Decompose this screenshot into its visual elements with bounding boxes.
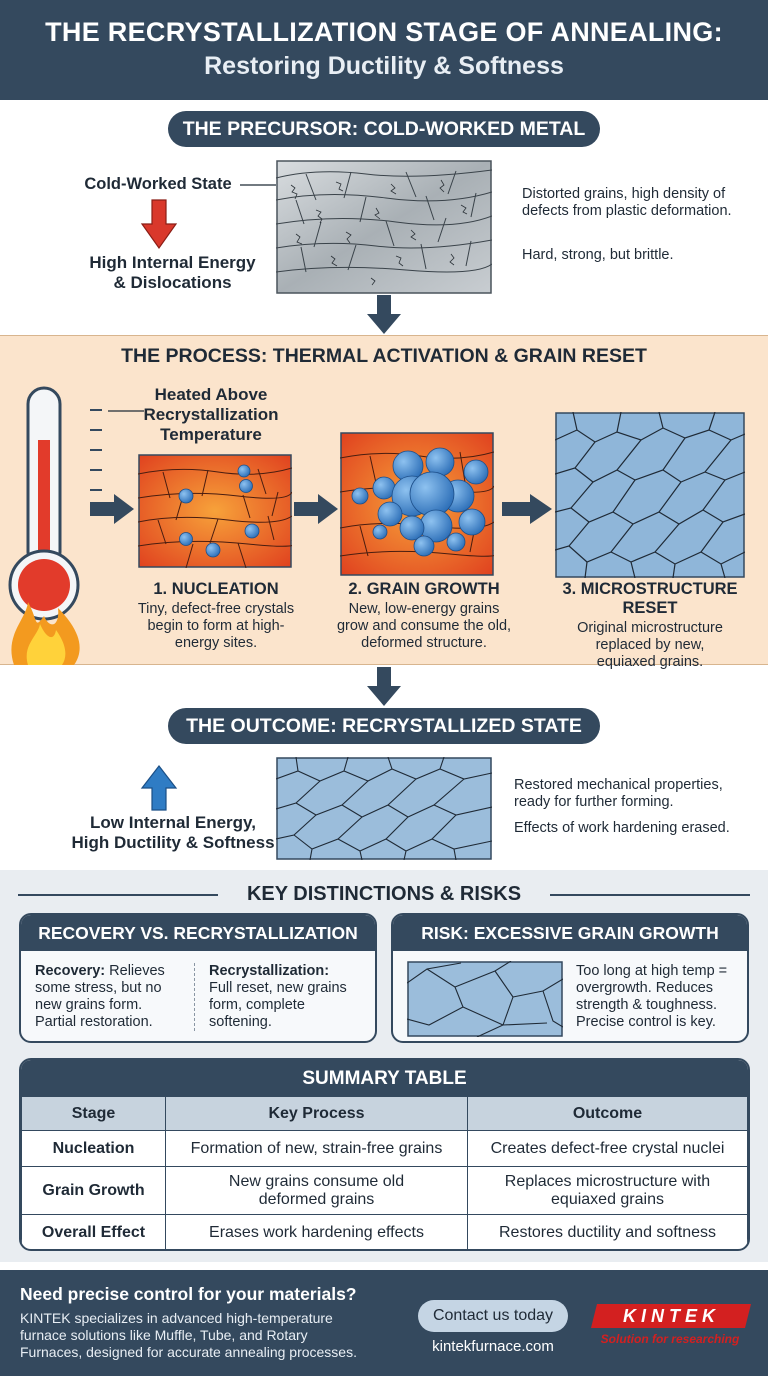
- table-cell: New grains consume old deformed grains: [165, 1166, 468, 1215]
- website-link[interactable]: kintekfurnace.com: [432, 1338, 554, 1355]
- column-header: Key Process: [165, 1096, 468, 1131]
- low-energy-line-2: High Ductility & Softness: [71, 833, 275, 852]
- page-title: THE RECRYSTALLIZATION STAGE OF ANNEALING…: [45, 17, 723, 47]
- page-subtitle: Restoring Ductility & Softness: [204, 52, 564, 80]
- heat-leader-line: [108, 410, 144, 412]
- heat-label-line-2: Recrystallization: [143, 405, 279, 424]
- table-header-row: Stage Key Process Outcome: [21, 1096, 748, 1131]
- recovery-card: RECOVERY VS. RECRYSTALLIZATION Recovery:…: [19, 913, 377, 1043]
- table-row: Overall Effect Erases work hardening eff…: [21, 1214, 748, 1249]
- thermometer-scale-marks: [90, 409, 102, 491]
- page-header: THE RECRYSTALLIZATION STAGE OF ANNEALING…: [0, 0, 768, 100]
- step-nucleation: 1. NUCLEATION Tiny, defect-free crystals…: [126, 580, 306, 652]
- contact-button[interactable]: Contact us today: [418, 1300, 568, 1332]
- low-energy-line-1: Low Internal Energy,: [90, 813, 256, 832]
- recovery-term: Recovery:: [35, 963, 106, 979]
- table-cell: Nucleation: [21, 1130, 166, 1167]
- risk-text: Too long at high temp = overgrowth. Redu…: [576, 963, 728, 1030]
- grain-growth-image: [340, 432, 494, 576]
- heat-label-line-3: Temperature: [160, 425, 262, 444]
- step-reset-title: 3. MICROSTRUCTURE RESET: [562, 580, 738, 617]
- risk-card-title: RISK: EXCESSIVE GRAIN GROWTH: [393, 915, 747, 951]
- heat-label: Heated Above Recrystallization Temperatu…: [136, 385, 286, 445]
- precursor-pill: THE PRECURSOR: COLD-WORKED METAL: [168, 111, 600, 147]
- footer-heading: Need precise control for your materials?: [20, 1284, 357, 1304]
- recovery-text: Recovery: Relieves some stress, but no n…: [35, 963, 195, 1031]
- right-arrow-icon: [90, 494, 134, 524]
- kintek-tagline: Solution for researching: [600, 1332, 740, 1346]
- cold-worked-label: Cold-Worked State: [84, 175, 232, 193]
- summary-table-card: SUMMARY TABLE Stage Key Process Outcome …: [19, 1058, 750, 1251]
- cold-worked-grain-image: [276, 160, 492, 294]
- recrystallization-desc: Full reset, new grains form, complete so…: [209, 980, 347, 1030]
- heat-label-line-1: Heated Above: [154, 385, 268, 404]
- recovery-card-title: RECOVERY VS. RECRYSTALLIZATION: [21, 915, 375, 951]
- outcome-desc-2: Effects of work hardening erased.: [514, 820, 730, 836]
- right-arrow-icon: [294, 494, 338, 524]
- right-arrow-icon: [502, 494, 552, 524]
- key-title-divider: [18, 894, 750, 896]
- precursor-desc-1: Distorted grains, high density of defect…: [522, 186, 732, 219]
- recrystallization-term: Recrystallization:: [209, 963, 330, 979]
- process-title: THE PROCESS: THERMAL ACTIVATION & GRAIN …: [121, 345, 647, 367]
- table-cell: Erases work hardening effects: [165, 1214, 468, 1249]
- column-header: Outcome: [467, 1096, 748, 1131]
- down-arrow-icon: [367, 667, 401, 706]
- down-arrow-icon: [367, 295, 401, 334]
- step-microstructure-reset: 3. MICROSTRUCTURE RESET Original microst…: [534, 580, 766, 671]
- step-reset-text: Original microstructure replaced by new,…: [577, 620, 723, 670]
- outcome-desc-1: Restored mechanical properties, ready fo…: [514, 777, 723, 810]
- summary-table-title: SUMMARY TABLE: [21, 1060, 748, 1096]
- recrystallized-grain-image: [276, 757, 492, 860]
- step-grain-growth: 2. GRAIN GROWTH New, low-energy grains g…: [332, 580, 516, 652]
- step-grain-growth-text: New, low-energy grains grow and consume …: [336, 601, 512, 651]
- high-energy-line-2: & Dislocations: [113, 273, 232, 292]
- table-row: Nucleation Formation of new, strain-free…: [21, 1130, 748, 1167]
- high-energy-label: High Internal Energy & Dislocations: [65, 253, 280, 293]
- step-nucleation-title: 1. NUCLEATION: [153, 580, 279, 598]
- kintek-logo-text: KINTEK: [622, 1306, 720, 1326]
- high-energy-line-1: High Internal Energy: [89, 253, 256, 272]
- outcome-pill: THE OUTCOME: RECRYSTALLIZED STATE: [168, 708, 600, 744]
- recovery-desc: Relieves some stress, but no new grains …: [35, 963, 165, 1030]
- table-cell: Overall Effect: [21, 1214, 166, 1249]
- label-leader-line: [240, 184, 276, 186]
- precursor-desc-2: Hard, strong, but brittle.: [522, 247, 674, 263]
- red-down-arrow-icon: [140, 199, 178, 250]
- column-header: Stage: [21, 1096, 166, 1131]
- kintek-logo: KINTEK: [591, 1304, 751, 1328]
- low-energy-label: Low Internal Energy, High Ductility & So…: [48, 813, 298, 853]
- table-row: Grain Growth New grains consume old defo…: [21, 1166, 748, 1215]
- risk-card: RISK: EXCESSIVE GRAIN GROWTH Too long at…: [391, 913, 749, 1043]
- table-cell: Formation of new, strain-free grains: [165, 1130, 468, 1167]
- excessive-grain-image: [407, 961, 563, 1037]
- step-nucleation-text: Tiny, defect-free crystals begin to form…: [137, 601, 295, 651]
- blue-up-arrow-icon: [140, 765, 178, 811]
- footer: Need precise control for your materials?…: [0, 1270, 768, 1376]
- nucleation-image: [138, 454, 292, 568]
- step-grain-growth-title: 2. GRAIN GROWTH: [348, 580, 500, 598]
- microstructure-reset-image: [555, 412, 745, 578]
- table-cell: Grain Growth: [21, 1166, 166, 1215]
- table-cell: Creates defect-free crystal nuclei: [467, 1130, 748, 1167]
- summary-table: Stage Key Process Outcome Nucleation For…: [21, 1096, 748, 1249]
- footer-text: KINTEK specializes in advanced high-temp…: [20, 1310, 357, 1360]
- thermometer-icon: [8, 386, 80, 665]
- table-cell: Replaces microstructure with equiaxed gr…: [467, 1166, 748, 1215]
- recrystallization-text: Recrystallization: Full reset, new grain…: [195, 963, 355, 1031]
- key-title: KEY DISTINCTIONS & RISKS: [246, 883, 522, 905]
- table-cell: Restores ductility and softness: [467, 1214, 748, 1249]
